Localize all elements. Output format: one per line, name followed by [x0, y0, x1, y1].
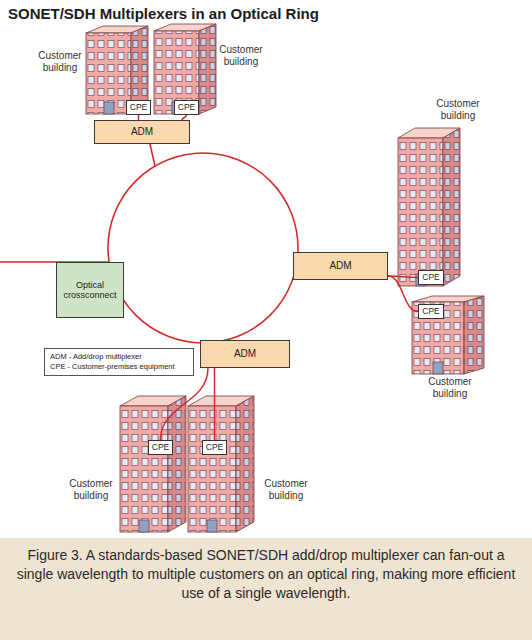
legend-box: ADM - Add/drop multiplexerCPE - Customer…	[44, 348, 194, 376]
fiber-link	[388, 276, 418, 312]
cpe-box: CPE	[126, 100, 151, 115]
box-label: CPE	[420, 307, 441, 317]
building-front	[398, 138, 443, 286]
legend-entry: CPE - Customer-premises equipment	[50, 362, 188, 372]
building-label: Customer building	[422, 376, 478, 400]
customer-building: Customer building CPE	[408, 296, 492, 402]
building-side	[236, 396, 254, 532]
building-label: Customer building	[66, 478, 116, 502]
building-illustration	[398, 128, 460, 286]
box-label: ADM	[232, 348, 258, 360]
caption-area: Figure 3. A standards-based SONET/SDH ad…	[0, 538, 532, 640]
fiber-link	[214, 368, 216, 440]
building-side	[168, 396, 186, 532]
building-door	[104, 102, 114, 114]
box-label: Optical crossconnect	[57, 280, 123, 301]
building-illustration	[120, 396, 186, 532]
legend-entry: ADM - Add/drop multiplexer	[50, 352, 188, 362]
building-label: Customer building	[34, 50, 86, 74]
building-side	[443, 128, 460, 286]
diagram-title: SONET/SDH Multiplexers in an Optical Rin…	[8, 5, 319, 22]
fiber-link	[182, 115, 187, 120]
legend-text: ADM - Add/drop multiplexer	[50, 352, 142, 362]
box-label: CPE	[420, 273, 441, 283]
building-label: Customer building	[260, 478, 312, 502]
crossconnect-box: Optical crossconnect	[56, 262, 124, 318]
box-label: CPE	[204, 443, 225, 453]
building-side	[464, 296, 484, 374]
building-door	[139, 520, 149, 532]
building-illustration	[188, 396, 254, 532]
cpe-box: CPE	[418, 304, 444, 319]
box-label: CPE	[176, 103, 197, 113]
fiber-link	[388, 276, 418, 278]
customer-building: Customer buildingCPE	[154, 24, 266, 118]
multiplexer-box: ADM	[293, 252, 388, 280]
cpe-box: CPE	[418, 270, 444, 285]
building-door	[433, 362, 443, 374]
customer-building: Customer buildingCPE	[396, 96, 496, 286]
ring-tap-fiber	[150, 144, 155, 166]
ring-fiber	[108, 153, 298, 343]
fiber-link	[138, 115, 140, 120]
building-front	[86, 33, 131, 114]
customer-building: Customer building CPE	[66, 396, 188, 532]
building-label: Customer building	[216, 44, 266, 68]
fiber-link	[161, 368, 209, 440]
building-front	[120, 406, 168, 532]
multiplexer-box: ADM	[200, 340, 290, 368]
box-label: CPE	[128, 103, 149, 113]
customer-building: Customer buildingCPE	[34, 24, 150, 118]
cpe-box: CPE	[148, 440, 173, 455]
building-door	[207, 520, 217, 532]
cpe-box: CPE	[174, 100, 199, 115]
figure-caption: Figure 3. A standards-based SONET/SDH ad…	[8, 546, 524, 603]
cpe-box: CPE	[202, 440, 227, 455]
customer-building: Customer building CPE	[188, 396, 312, 532]
box-label: CPE	[150, 443, 171, 453]
box-label: ADM	[327, 260, 353, 272]
box-label: ADM	[129, 126, 155, 138]
building-front	[188, 406, 236, 532]
building-side	[199, 24, 216, 114]
building-front	[412, 302, 464, 374]
multiplexer-box: ADM	[94, 120, 190, 144]
building-front	[154, 31, 199, 114]
legend-text: CPE - Customer-premises equipment	[50, 362, 175, 372]
building-label: Customer building	[430, 98, 486, 122]
